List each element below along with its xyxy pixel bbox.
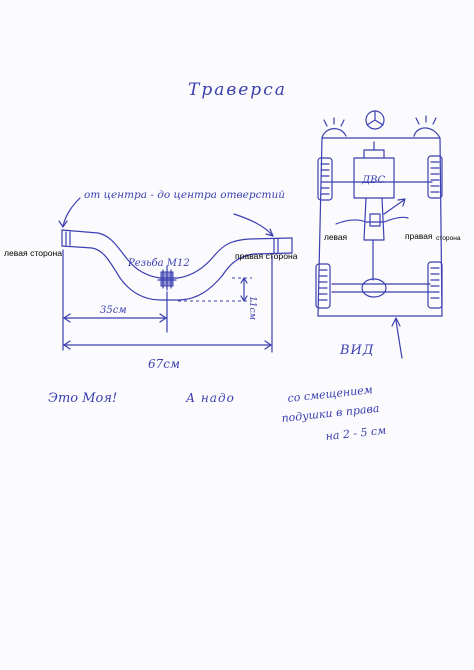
dim-label-half: 35см [100, 305, 127, 316]
dim-arrow-half [63, 313, 167, 323]
dim-arrow-height [240, 277, 248, 302]
car-emblem-icon [365, 110, 385, 130]
wheel-front-right [427, 155, 443, 199]
note-offset-line-3: на 2 - 5 см [325, 424, 387, 443]
differential [361, 278, 387, 298]
headlight-right [413, 127, 441, 139]
label-engine: ДВС [361, 175, 385, 186]
traverse-bar-bottom [61, 245, 293, 301]
dim-label-total: 67см [148, 357, 180, 371]
note-this-mine: Это Моя! [48, 391, 117, 406]
label-view: ВИД [339, 343, 374, 358]
wheel-rear-right [427, 261, 443, 309]
offset-arrow [383, 198, 406, 215]
label-right-side: правая сторона [235, 251, 298, 261]
traverse-drawing [58, 197, 293, 353]
headlight-rays [323, 115, 437, 127]
wheel-front-left [317, 157, 333, 201]
label-thread: Резьба М12 [127, 258, 190, 269]
view-arrow-head [391, 317, 401, 327]
wheel-rear-left [315, 263, 331, 309]
car-label-left: левая [324, 232, 347, 242]
right-hole [273, 238, 279, 254]
sketch-title: Траверса [188, 80, 287, 100]
note-need: А надо [185, 391, 235, 405]
thread-stud [157, 265, 177, 291]
dim-arrow-total [63, 340, 272, 350]
engine-block [353, 157, 395, 199]
note-arrow-right-head [265, 228, 274, 237]
car-top-view [315, 110, 443, 359]
dim-label-height: 11см [247, 296, 257, 320]
gearbox [363, 197, 385, 241]
note-arrow-right [233, 213, 273, 236]
note-offset-line-2: подушки в права [281, 402, 380, 425]
note-arrow-left [62, 197, 81, 227]
headlight-left [321, 128, 347, 139]
traverse-mount [369, 213, 381, 227]
note-arrow-left-head [58, 220, 68, 228]
car-traverse [335, 216, 409, 225]
rear-axle [331, 283, 431, 293]
car-label-right-tail: сторона [436, 235, 461, 242]
note-center-to-center: от центра - до центра отверстий [84, 189, 285, 201]
view-arrow [395, 319, 403, 359]
car-frame [317, 137, 443, 317]
engine-top [363, 141, 385, 159]
left-hole [65, 231, 71, 246]
label-left-side: левая сторона [4, 248, 62, 258]
car-label-right: правая [405, 231, 432, 241]
note-offset-line-1: со смещением [287, 383, 373, 405]
